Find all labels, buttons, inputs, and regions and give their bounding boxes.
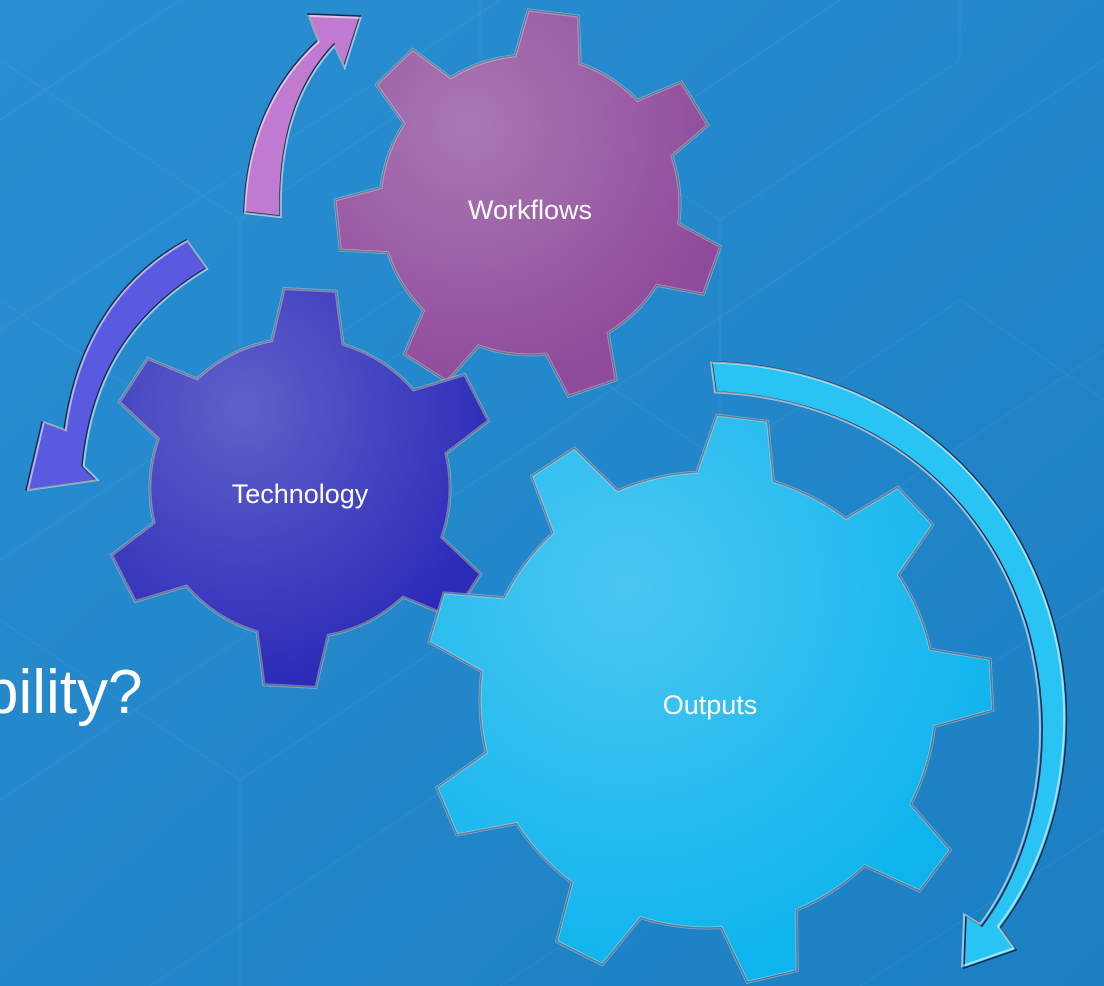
workflows-gear xyxy=(333,8,723,399)
technology-gear xyxy=(109,287,491,689)
outputs-cycle-arrow-shine xyxy=(710,361,1066,968)
outputs-gear-highlight xyxy=(427,413,995,985)
workflows-label: Workflows xyxy=(468,195,592,225)
outputs-label: Outputs xyxy=(663,690,758,720)
slide-title-fragment: bility? xyxy=(0,658,143,727)
technology-gear-highlight xyxy=(109,287,491,689)
workflows-cycle-arrow-shape xyxy=(243,13,362,217)
technology-cycle-arrow xyxy=(25,239,209,492)
outputs-gear xyxy=(427,413,995,985)
workflows-cycle-arrow xyxy=(243,13,362,219)
outputs-cycle-arrow-shape xyxy=(711,361,1068,970)
technology-label: Technology xyxy=(232,479,369,509)
workflows-cycle-arrow-shine xyxy=(244,14,362,219)
workflows-gear-highlight xyxy=(333,8,723,399)
outputs-cycle-arrow xyxy=(710,361,1068,970)
technology-cycle-arrow-shine xyxy=(26,239,209,492)
